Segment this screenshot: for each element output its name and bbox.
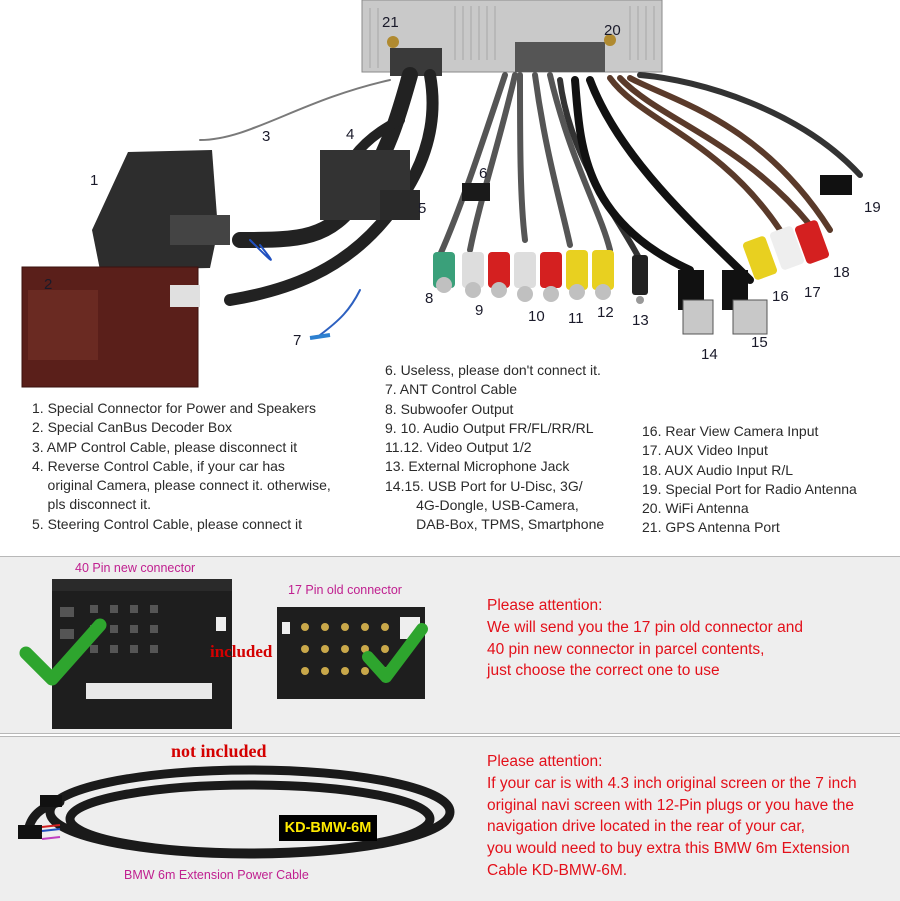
legend-item: 6. Useless, please don't connect it.	[385, 362, 601, 378]
callout-2: 2	[44, 276, 53, 293]
legend-item: 18. AUX Audio Input R/L	[642, 461, 793, 478]
attention-line: If your car is with 4.3 inch original sc…	[487, 774, 857, 792]
legend-item: DAB-Box, TPMS, Smartphone	[385, 516, 605, 533]
legend-item: 8. Subwoofer Output	[385, 400, 514, 417]
wiring-diagram-section: 21 20 1 2 3 4 5 6 7 8 9 10 11 12 13 14 1…	[21, 0, 881, 538]
legend-item: 14.15. USB Port for U-Disc, 3G/	[385, 477, 583, 494]
legend-item: 5. Steering Control Cable, please connec…	[32, 515, 303, 532]
attention-line: Please attention:	[487, 597, 603, 614]
callout-21: 21	[382, 14, 399, 31]
callout-20: 20	[604, 22, 621, 39]
legend-item: 13. External Microphone Jack	[385, 458, 570, 475]
callout-19: 19	[864, 199, 881, 216]
connector-40pin	[52, 579, 232, 729]
callout-16: 16	[772, 288, 789, 305]
callout-11: 11	[568, 310, 584, 327]
connector-panel: 40 Pin new connector	[0, 556, 900, 734]
check-icon	[362, 623, 428, 683]
attention-line: 40 pin new connector in parcel contents,	[487, 640, 765, 658]
callout-12: 12	[597, 304, 614, 321]
power-connector	[92, 150, 230, 270]
callout-15: 15	[751, 334, 768, 351]
callout-4: 4	[346, 126, 355, 143]
legend-item: 16. Rear View Camera Input	[642, 423, 819, 439]
callout-1: 1	[90, 172, 99, 189]
legend-item: 7. ANT Control Cable	[385, 381, 518, 398]
legend-item: 17. AUX Video Input	[642, 442, 768, 459]
callout-9: 9	[475, 302, 484, 319]
connector-17pin	[277, 607, 425, 699]
canbus-decoder-box	[21, 266, 200, 388]
legend-item: 19. Special Port for Radio Antenna	[642, 480, 857, 497]
attention-line: We will send you the 17 pin old connecto…	[487, 618, 803, 636]
legend-item: 21. GPS Antenna Port	[642, 519, 780, 536]
connector-graphics	[19, 579, 428, 729]
callout-3: 3	[262, 128, 271, 145]
callout-18: 18	[833, 264, 850, 281]
legend-item: 9. 10. Audio Output FR/FL/RR/RL	[385, 419, 594, 436]
legend-middle: 6. Useless, please don't connect it. 7. …	[385, 361, 604, 535]
extension-cable-graphic	[18, 765, 455, 859]
callout-17: 17	[804, 284, 821, 301]
attention-text-1: Please attention: We will send you the 1…	[487, 595, 803, 682]
legend-item: original Camera, please connect it. othe…	[32, 477, 331, 494]
legend-item: 4. Reverse Control Cable, if your car ha…	[32, 457, 285, 474]
legend-left: 1. Special Connector for Power and Speak…	[32, 399, 331, 534]
useless-connector	[462, 183, 490, 201]
extension-cable-panel: not included BMW 6m Extension Power Cabl…	[0, 736, 900, 901]
extension-cable	[23, 765, 455, 859]
attention-line: Please attention:	[487, 753, 603, 770]
callout-10: 10	[528, 308, 545, 325]
legend-right: 16. Rear View Camera Input 17. AUX Video…	[642, 422, 857, 538]
label-40pin: 40 Pin new connector	[75, 561, 196, 575]
ant-control-cable	[309, 333, 331, 340]
cable-tag: KD-BMW-6M	[279, 815, 377, 841]
legend-item: 2. Special CanBus Decoder Box	[32, 419, 232, 436]
attention-line: Cable KD-BMW-6M.	[487, 861, 628, 879]
legend-item: 1. Special Connector for Power and Speak…	[32, 400, 317, 416]
callout-6: 6	[479, 165, 488, 182]
callout-13: 13	[632, 312, 649, 329]
callout-7: 7	[293, 332, 302, 349]
attention-line: you would need to buy extra this BMW 6m …	[487, 840, 850, 858]
rca-connectors	[433, 175, 852, 335]
included-label: included	[210, 642, 273, 661]
legend-item: 4G-Dongle, USB-Camera,	[385, 497, 579, 514]
attention-line: navigation drive located in the rear of …	[487, 818, 805, 836]
attention-line: original navi screen with 12-Pin plugs o…	[487, 796, 855, 814]
not-included-label: not included	[171, 741, 267, 761]
label-17pin: 17 Pin old connector	[288, 583, 402, 597]
legend-item: pls disconnect it.	[32, 496, 152, 513]
callout-5: 5	[418, 200, 427, 217]
wiring-diagram	[21, 0, 863, 388]
callout-8: 8	[425, 290, 434, 307]
callout-14: 14	[701, 346, 718, 363]
cable-name-label: BMW 6m Extension Power Cable	[124, 868, 309, 882]
legend-item: 11.12. Video Output 1/2	[385, 439, 532, 456]
legend-item: 3. AMP Control Cable, please disconnect …	[32, 438, 298, 455]
attention-text-2: Please attention: If your car is with 4.…	[487, 751, 857, 882]
attention-line: just choose the correct one to use	[487, 662, 720, 680]
legend-item: 20. WiFi Antenna	[642, 500, 749, 517]
check-icon	[19, 618, 107, 686]
head-unit	[361, 0, 663, 76]
